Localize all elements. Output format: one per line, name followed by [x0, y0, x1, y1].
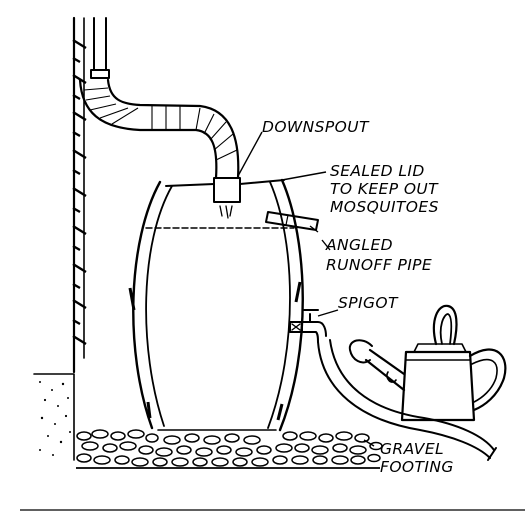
watering-can: [348, 304, 507, 422]
label-downspout: DOWNSPOUT: [262, 118, 370, 136]
label-spigot: SPIGOT: [338, 294, 399, 312]
garden-hose: [317, 339, 497, 461]
rain-barrel: [128, 178, 304, 432]
house-wall: [72, 16, 87, 374]
label-runoff-line2: RUNOFF PIPE: [326, 256, 432, 274]
label-gravel-line1: GRAVEL: [380, 440, 444, 458]
spigot: [289, 309, 327, 343]
label-lid-line2: TO KEEP OUT: [330, 180, 439, 198]
foundation: [33, 373, 75, 461]
leader-lines: [237, 131, 375, 447]
gravel-footing: [76, 429, 383, 469]
label-lid-line3: MOSQUITOES: [330, 198, 439, 216]
downspout: [78, 17, 241, 219]
label-lid-line1: SEALED LID: [330, 162, 425, 180]
label-gravel-line2: FOOTING: [380, 458, 454, 476]
label-runoff-line1: ANGLED: [325, 236, 393, 254]
